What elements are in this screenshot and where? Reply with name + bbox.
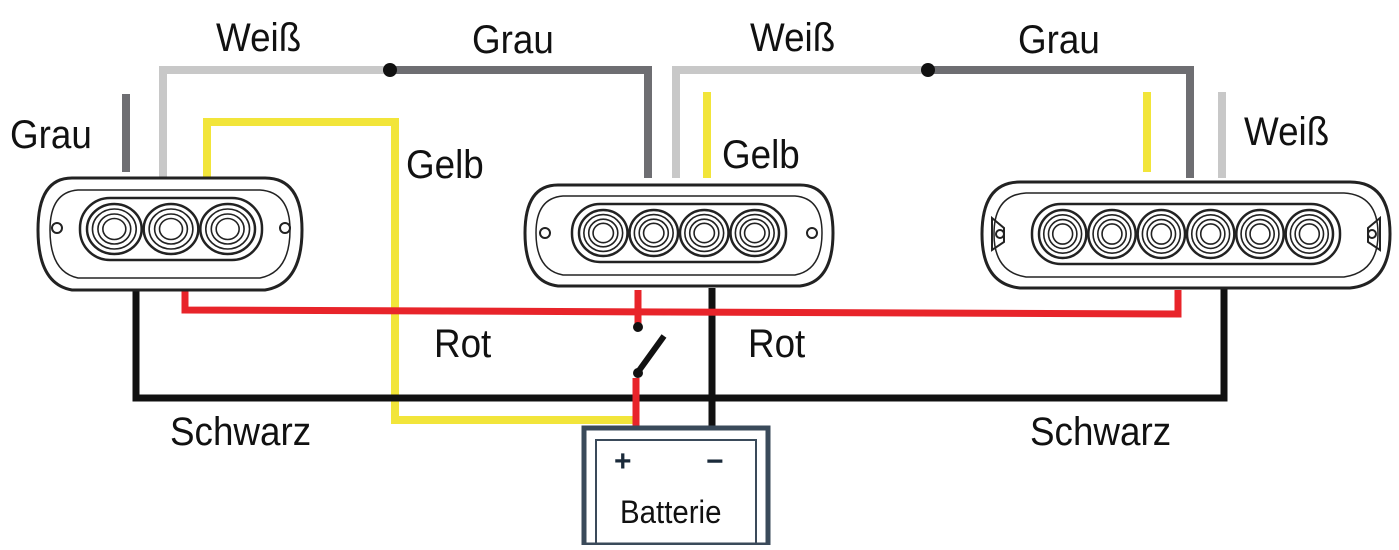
led-lens [142,202,200,256]
battery-label: Batterie [620,494,722,530]
label-weiss-top-middle: Weiß [750,16,836,60]
label-grau-top-right: Grau [1018,18,1100,62]
label-schwarz-right: Schwarz [1030,410,1172,454]
battery-plus-sign: + [614,445,632,478]
label-grau-left: Grau [10,113,92,157]
wire-gray-top-right [928,66,1194,178]
switch-icon [633,322,667,378]
label-rot-left: Rot [434,322,492,366]
led-lens [1284,208,1335,260]
led-lens [85,202,143,256]
wire-gray-top-left [390,66,652,178]
battery-minus-sign: − [706,445,724,478]
led-lens [577,208,629,258]
battery-icon [581,425,771,548]
led-lens [199,202,257,256]
junction-dot [921,63,935,77]
wire-white-middle [672,66,928,178]
led-lens [1037,208,1088,260]
junction-dot [383,63,397,77]
light-4-led [523,183,835,288]
led-lens [1136,208,1187,260]
light-6-led [980,180,1392,290]
led-lens [1235,208,1285,260]
label-schwarz-left: Schwarz [170,410,312,454]
light-3-led [36,176,304,292]
led-lens [1185,208,1236,260]
label-grau-top-left: Grau [472,18,554,62]
led-lens [678,208,730,258]
wire-white-left [159,66,390,178]
label-weiss-top-left: Weiß [216,16,302,60]
led-lens [729,208,781,258]
wire-yellow-left [203,118,636,424]
label-weiss-right: Weiß [1244,110,1330,154]
wire-red-main [181,290,1182,318]
label-gelb-left: Gelb [406,143,484,187]
wire-black-main [132,288,1228,402]
led-lens [628,208,680,258]
led-lens [1087,208,1137,260]
label-rot-right: Rot [748,322,806,366]
label-gelb-middle: Gelb [722,133,800,177]
